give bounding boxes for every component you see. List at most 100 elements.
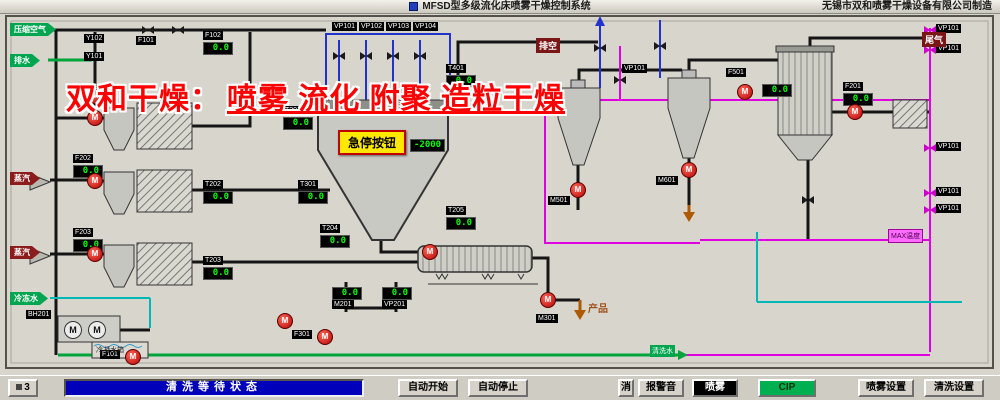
valve-icon[interactable] <box>654 42 666 50</box>
tag-y102: Y102 <box>84 34 105 43</box>
tag-t301: T301 <box>298 180 318 189</box>
tag-f101-pump: F101 <box>100 350 120 359</box>
inlet-steam-1: 蒸汽 <box>10 172 40 185</box>
tag-vp103: VP103 <box>386 22 412 31</box>
label-max-temp: MAX温度 <box>888 229 924 243</box>
fan-air-filter[interactable]: M <box>87 110 103 126</box>
page-icon <box>16 384 23 390</box>
tag-bh201: BH201 <box>26 310 52 319</box>
clean-settings-button[interactable]: 清洗设置 <box>924 379 984 397</box>
page-number: 3 <box>24 382 30 393</box>
fan-bottom-left[interactable]: M <box>277 313 293 329</box>
tag-f202: F202 <box>73 154 93 163</box>
fan-m601[interactable]: M <box>681 162 697 178</box>
title-bar: MFSD型多级流化床喷雾干燥控制系统 无锡市双和喷雾干燥设备有限公司制造 <box>0 0 1000 14</box>
cip-pipes <box>544 28 931 356</box>
tag-vp102: VP102 <box>359 22 385 31</box>
flow-arrows <box>574 205 695 320</box>
valve-icon[interactable] <box>414 52 426 60</box>
display-t301: 0.0 <box>298 191 328 204</box>
tag-m501: M501 <box>548 196 570 205</box>
valve-icon[interactable] <box>924 144 936 152</box>
valve-icon[interactable] <box>333 52 345 60</box>
fan-steam-row-1[interactable]: M <box>87 173 103 189</box>
valve-icon[interactable] <box>594 44 606 52</box>
valve-icon[interactable] <box>172 26 184 34</box>
display-t401: 0.0 <box>446 75 476 88</box>
tag-f501: F501 <box>726 68 746 77</box>
valve-icon[interactable] <box>924 206 936 214</box>
inlet-compressed-air: 压缩空气 <box>10 23 56 36</box>
fan-f201[interactable]: M <box>847 104 863 120</box>
pump-f101[interactable]: M <box>125 349 141 365</box>
display-t202: 0.0 <box>203 191 233 204</box>
valve-icon[interactable] <box>924 46 936 54</box>
tag-f301: F301 <box>292 330 312 339</box>
emergency-stop-button[interactable]: 急停按钮 <box>338 130 407 155</box>
spray-button[interactable]: 喷雾 <box>692 379 738 397</box>
tag-vp101-rail-3: VP101 <box>936 142 962 151</box>
label-condensate-tank: 冷凝水箱 <box>96 347 124 354</box>
fan-product[interactable]: M <box>540 292 556 308</box>
tag-f201: F201 <box>843 82 863 91</box>
bottom-control-bar: 3 清洗等待状态 自动开始 自动停止 消 报警音 喷雾 CIP 喷雾设置 清洗设… <box>0 375 1000 400</box>
page-button[interactable]: 3 <box>8 379 38 397</box>
tag-f101: F101 <box>136 36 156 45</box>
spray-settings-button[interactable]: 喷雾设置 <box>858 379 914 397</box>
status-banner: 清洗等待状态 <box>64 379 364 397</box>
tag-t201: T201 <box>283 106 303 115</box>
display-f501: 0.0 <box>762 84 792 97</box>
tag-vp101: VP101 <box>332 22 358 31</box>
tag-m601: M601 <box>656 176 678 185</box>
fan-f301[interactable]: M <box>317 329 333 345</box>
fan-f501[interactable]: M <box>737 84 753 100</box>
fan-fluid-bed[interactable]: M <box>422 244 438 260</box>
label-product: 产品 <box>588 304 608 315</box>
display-t201: 0.0 <box>283 117 313 130</box>
inlet-drain: 排水 <box>10 54 40 67</box>
inlet-steam-2: 蒸汽 <box>10 246 40 259</box>
mute-button[interactable]: 消 <box>618 379 634 397</box>
motor-bh201-1: M <box>64 321 82 339</box>
chilled-water-pipes <box>50 232 962 328</box>
tag-vp101-rail-5: VP101 <box>936 204 962 213</box>
auto-stop-button[interactable]: 自动停止 <box>468 379 528 397</box>
valve-icon[interactable] <box>360 52 372 60</box>
valve-icon[interactable] <box>387 52 399 60</box>
valve-icon[interactable] <box>142 26 154 34</box>
cip-button[interactable]: CIP <box>758 379 816 397</box>
tag-t202: T202 <box>203 180 223 189</box>
alarm-sound-button[interactable]: 报警音 <box>638 379 684 397</box>
fan-steam-row-2[interactable]: M <box>87 246 103 262</box>
tag-vp101-rail-2: VP101 <box>936 44 962 53</box>
auto-start-button[interactable]: 自动开始 <box>398 379 458 397</box>
tag-f203: F203 <box>73 228 93 237</box>
label-cip-water: 清洗水 <box>650 345 675 357</box>
fan-y-line[interactable]: M <box>87 88 103 104</box>
valve-icon[interactable] <box>924 189 936 197</box>
fan-m501[interactable]: M <box>570 182 586 198</box>
display-t203: 0.0 <box>203 267 233 280</box>
display-f102: 0.0 <box>203 42 233 55</box>
display-t205: 0.0 <box>446 217 476 230</box>
label-vent: 排空 <box>536 38 561 53</box>
inlet-chilled-water: 冷冻水 <box>10 292 48 305</box>
tag-f102: F102 <box>203 31 223 40</box>
tag-m201: M201 <box>332 300 354 309</box>
tag-t204: T204 <box>320 224 340 233</box>
tag-vp201: VP201 <box>382 300 408 309</box>
display-chamber-pressure: -2000 <box>410 139 446 152</box>
tag-y101: Y101 <box>84 52 105 61</box>
display-bottom-2: 0.0 <box>382 287 412 300</box>
valve-icon[interactable] <box>614 76 626 84</box>
tag-vp101-rail-1: VP101 <box>936 24 962 33</box>
tag-t205: T205 <box>446 206 466 215</box>
display-bottom-1: 0.0 <box>332 287 362 300</box>
display-t204: 0.0 <box>320 235 350 248</box>
motor-bh201-2: M <box>88 321 106 339</box>
tag-t401: T401 <box>446 64 466 73</box>
valve-icon[interactable] <box>802 196 814 204</box>
